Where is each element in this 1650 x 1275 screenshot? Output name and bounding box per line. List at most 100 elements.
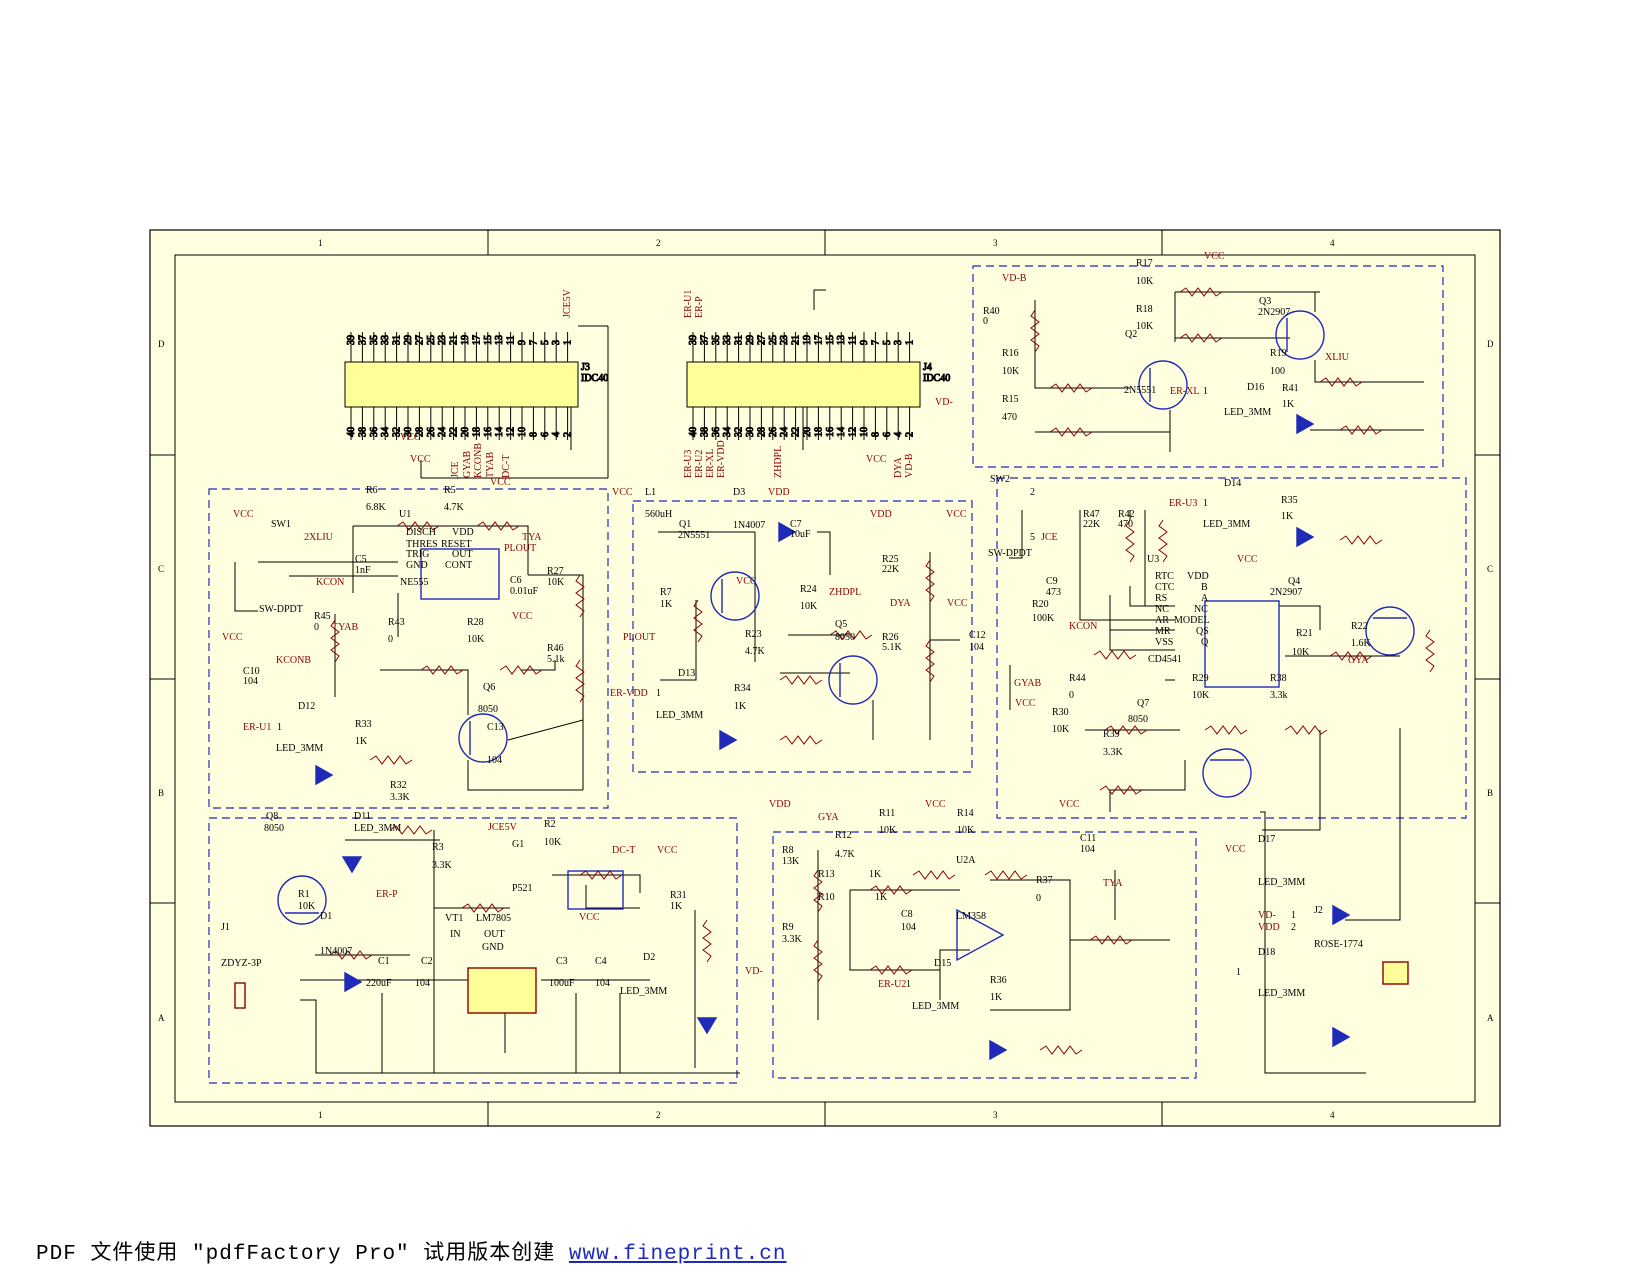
pin-number: 27 [414,335,425,345]
component-label: R25 [882,554,899,565]
net-label: VCC [410,454,431,465]
component-label: CONT [445,560,472,571]
component-label: 3.3K [432,860,453,871]
component-label: R7 [660,587,672,598]
component-label: A [1201,593,1209,604]
pin-number: 4 [551,432,562,437]
pin-number: 23 [437,335,448,345]
component-label: U2A [956,855,976,866]
connector-ref: J3 [581,362,590,373]
component-label: 104 [595,978,610,989]
component-label: J1 [221,922,230,933]
pin-number: 28 [756,427,767,437]
footer-link[interactable]: www.fineprint.cn [568,1243,787,1266]
resistor [813,939,823,983]
connector-ref: J4 [923,362,932,373]
component-label: C8 [901,909,913,920]
net-label: VCC [947,598,968,609]
component-label: 100K [1032,613,1055,624]
component-label: R13 [818,869,835,880]
lm7805-ic [467,967,537,1014]
component-label: CTC [1155,582,1175,593]
component-label: 10K [1292,647,1310,658]
net-label: VCC [925,799,946,810]
resistor [813,869,823,913]
component-label: 1 [1236,967,1241,978]
component-label: 10K [1192,690,1210,701]
pin-number: 2 [905,432,916,437]
net-label: VCC [1015,698,1036,709]
component-label: RESET [441,539,472,550]
component-label: 10K [544,837,562,848]
component-label: B [1201,582,1208,593]
component-label: R44 [1069,673,1086,684]
p521-optocoupler [567,870,624,910]
component-label: Q8 [266,811,278,822]
net-label: VCC [1237,554,1258,565]
pin-number: 19 [460,335,471,345]
resistor [330,619,340,663]
component-label: 1.6K [1351,638,1372,649]
led-d15 [989,1039,1008,1061]
component-label: 4.7K [444,502,465,513]
resistor [1425,629,1435,673]
net-label: VCC [736,576,757,587]
component-label: MR [1155,626,1171,637]
frame-col-label: 3 [993,1110,998,1120]
frame-col-label: 4 [1330,238,1335,248]
net-label: GYA [818,812,839,823]
pin-number: 9 [517,340,528,345]
component-label: SW2 [990,474,1010,485]
component-label: 22K [1083,519,1101,530]
component-label: 8050 [1128,714,1148,725]
component-label: 8050 [835,632,855,643]
frame-row-label: D [158,339,165,349]
resistor [575,659,585,703]
component-label: 3.3K [390,792,411,803]
component-label: C12 [969,630,986,641]
component-label: R27 [547,566,564,577]
transistor-q7 [1202,748,1252,798]
transistor-q1 [710,571,760,621]
component-label: 1K [355,736,368,747]
component-label: 0 [983,316,988,327]
component-label: 4.7K [745,646,766,657]
component-label: 1 [1291,910,1296,921]
resistor [575,574,585,618]
resistor [1049,383,1093,393]
net-label: JCE [1041,532,1058,543]
pin-number: 25 [426,335,437,345]
pin-number: 11 [506,335,517,345]
component-label: R17 [1136,258,1153,269]
component-label: VDD [1187,571,1209,582]
component-label: 3.3k [1270,690,1288,701]
component-label: 104 [243,676,258,687]
pin-number: 18 [471,427,482,437]
pin-number: 27 [756,335,767,345]
net-label: VDD [768,487,790,498]
net-label: VCC [866,454,887,465]
net-label: ER-U1 [243,722,271,733]
net-label: KCONB [276,655,311,666]
pin-number: 6 [540,432,551,437]
net-label: GYA [1348,655,1369,666]
net-label: VD-B [904,453,915,478]
component-label: 10K [800,601,818,612]
net-label: ER-VDD [610,688,648,699]
pin-number: 35 [711,335,722,345]
pin-number: 1 [905,340,916,345]
pin-number: 25 [768,335,779,345]
pin-number: 20 [460,427,471,437]
component-label: Q3 [1259,296,1271,307]
component-label: R18 [1136,304,1153,315]
net-label: TYA [1103,878,1123,889]
net-label: 2XLIU [304,532,334,543]
component-label: R9 [782,922,794,933]
led-d14 [1296,526,1315,548]
frame-row-label: D [1487,339,1494,349]
component-label: 3.3K [1103,747,1124,758]
component-label: SW1 [271,519,291,530]
component-label: R21 [1296,628,1313,639]
box-power-supply [208,817,738,1084]
